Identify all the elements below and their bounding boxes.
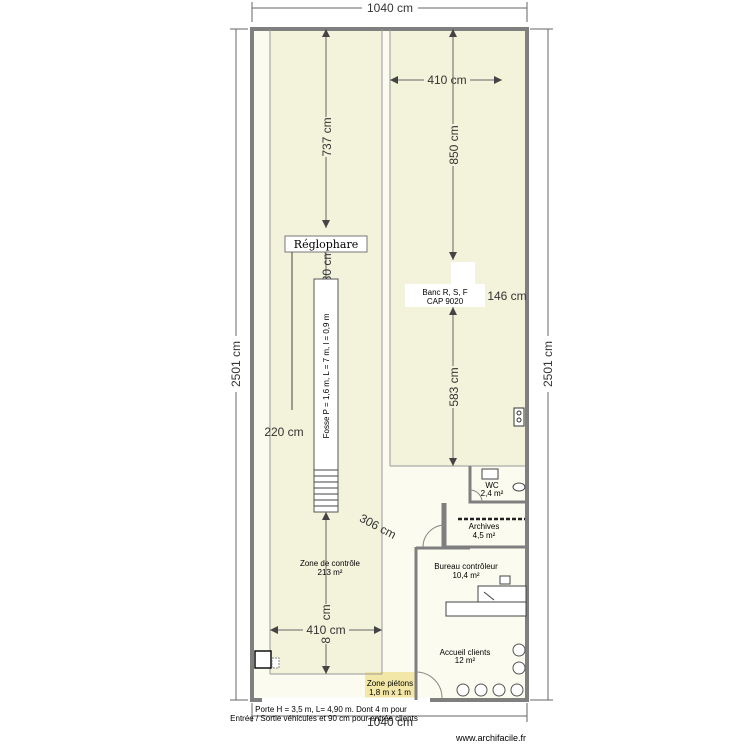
dim-583-text: 583 cm xyxy=(447,367,461,406)
internal-walls xyxy=(414,466,528,700)
dimension-410-top: 410 cm xyxy=(390,72,502,87)
regloscope: Réglophare xyxy=(284,235,368,410)
dimension-top: 1040 cm xyxy=(251,0,528,22)
dimension-right: 2501 cm xyxy=(530,28,557,701)
equipment-cabinet xyxy=(254,650,280,669)
dim-left-text: 2501 cm xyxy=(229,341,243,387)
watermark: www.archifacile.fr xyxy=(455,733,526,743)
dim-220-text: 220 cm xyxy=(264,425,303,439)
reception-chairs xyxy=(456,643,526,697)
dim-top-text: 1040 cm xyxy=(367,1,413,15)
dim-80-text: 80 cm xyxy=(320,250,334,283)
door-note-line1: Porte H = 3,5 m, L= 4,90 m. Dont 4 m pou… xyxy=(255,705,407,714)
test-bench: Banc R, S, F CAP 9020 xyxy=(405,262,485,307)
dimension-583: 583 cm xyxy=(445,307,461,466)
office-label: Bureau contrôleur xyxy=(434,562,498,571)
wall-socket xyxy=(513,407,525,427)
dim-850-text: 850 cm xyxy=(447,125,461,164)
dim-146-text: 146 cm xyxy=(487,289,526,303)
wc-label: WC xyxy=(485,481,499,490)
wc-area: 2,4 m² xyxy=(481,489,504,498)
dimension-850: 850 cm xyxy=(445,29,461,260)
dimension-bottom: 1040 cm xyxy=(251,703,528,729)
dimension-410-lower: 410 cm xyxy=(270,622,382,637)
archives-area: 4,5 m² xyxy=(473,531,496,540)
reception-label: Accueil clients xyxy=(440,648,491,657)
bench-label-2: CAP 9020 xyxy=(427,297,464,306)
dim-right-text: 2501 cm xyxy=(541,341,555,387)
inspection-pit: Fosse P = 1,6 m, L = 7 m, l = 0,9 m xyxy=(313,278,339,513)
pedestrian-zone xyxy=(365,672,415,698)
office-desk xyxy=(445,575,527,617)
pit-label: Fosse P = 1,6 m, L = 7 m, l = 0,9 m xyxy=(322,313,331,438)
door-swings xyxy=(415,489,483,699)
dim-410-lower-text: 410 cm xyxy=(306,623,345,637)
bench-label-1: Banc R, S, F xyxy=(422,288,467,297)
pedestrian-zone-label: Zone piétons xyxy=(367,679,413,688)
control-zone-label: Zone de contrôle xyxy=(300,559,361,568)
office-area: 10,4 m² xyxy=(452,571,479,580)
pedestrian-zone-size: 1,8 m x 1 m xyxy=(369,688,411,697)
reception-area: 12 m² xyxy=(455,656,476,665)
dimension-left: 2501 cm xyxy=(225,28,248,701)
dimension-737: 737 cm xyxy=(318,29,334,228)
pit-stairs xyxy=(314,469,338,507)
regloscope-label: Réglophare xyxy=(294,238,358,251)
door-note-line2: Entrée / Sortie véhicules et 90 cm pour … xyxy=(230,714,418,723)
dim-737-text: 737 cm xyxy=(320,117,334,156)
dimension-80: 80 cm xyxy=(320,250,334,283)
dim-bottom-text: 1040 cm xyxy=(367,715,413,729)
control-zone-area: 213 m² xyxy=(318,568,343,577)
dim-410-top-text: 410 cm xyxy=(427,73,466,87)
wc-fixtures xyxy=(481,468,526,492)
archives-label: Archives xyxy=(469,522,500,531)
